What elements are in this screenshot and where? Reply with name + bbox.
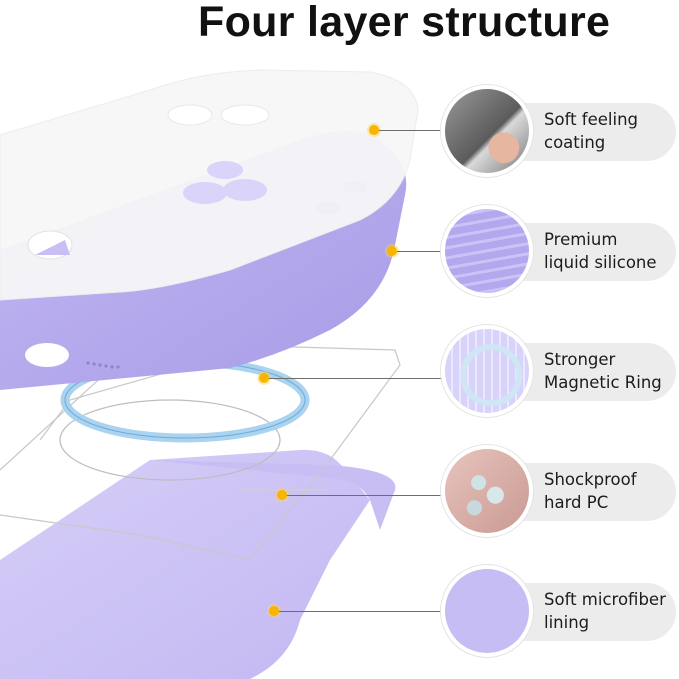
hotspot-dot[interactable] <box>369 125 379 135</box>
silicone-swirl-icon <box>441 205 533 297</box>
hotspot-dot[interactable] <box>387 246 397 256</box>
leader-line <box>269 378 449 379</box>
leader-line <box>279 611 449 612</box>
spray-coating-icon <box>441 85 533 177</box>
hotspot-dot[interactable] <box>259 373 269 383</box>
leader-line <box>397 251 449 252</box>
magnetic-ring-icon <box>441 325 533 417</box>
hotspot-dot[interactable] <box>277 490 287 500</box>
coating-layer <box>0 69 419 301</box>
pc-pellets-icon <box>441 445 533 537</box>
leader-line <box>379 130 449 131</box>
microfiber-texture-icon <box>441 565 533 657</box>
microfiber-lining-layer <box>0 449 396 679</box>
page-title: Four layer structure <box>198 0 611 46</box>
hotspot-dot[interactable] <box>269 606 279 616</box>
leader-line <box>287 495 449 496</box>
